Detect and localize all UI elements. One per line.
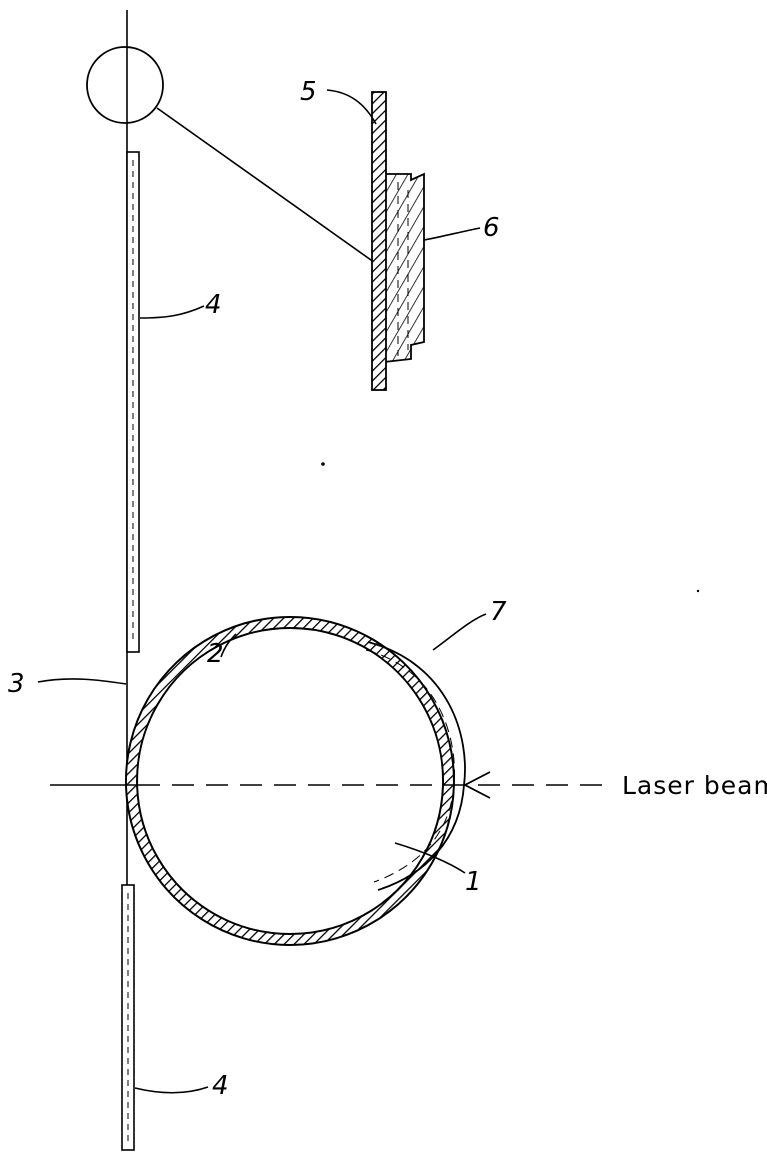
leader-6 xyxy=(423,227,481,241)
strip-4-top xyxy=(126,151,140,653)
detail-leader-line xyxy=(156,107,379,266)
label-3: 3 xyxy=(8,669,25,699)
label-laser-beam: Laser beam xyxy=(622,771,767,800)
strip-4-bottom xyxy=(121,884,135,1151)
laser-beam-axis xyxy=(50,771,610,799)
leader-1 xyxy=(394,842,466,874)
label-1: 1 xyxy=(465,867,482,897)
label-4-top: 4 xyxy=(205,290,222,320)
label-4-bottom: 4 xyxy=(212,1071,229,1101)
detail-circle xyxy=(86,46,164,124)
leader-7 xyxy=(432,613,487,651)
speck xyxy=(696,589,700,593)
leader-4-bottom xyxy=(134,1086,209,1094)
label-6: 6 xyxy=(483,213,500,243)
leader-5 xyxy=(326,89,377,125)
arrowhead-icon xyxy=(463,771,491,799)
layer-6-detail xyxy=(383,172,425,364)
leader-3 xyxy=(37,678,127,685)
ring-2 xyxy=(124,616,455,946)
label-2: 2 xyxy=(207,639,224,669)
wall-5-detail xyxy=(371,91,387,391)
leader-4-top xyxy=(139,305,205,319)
label-7: 7 xyxy=(490,597,507,627)
label-5: 5 xyxy=(300,77,317,107)
speck xyxy=(321,462,325,466)
leader-2 xyxy=(220,633,237,658)
